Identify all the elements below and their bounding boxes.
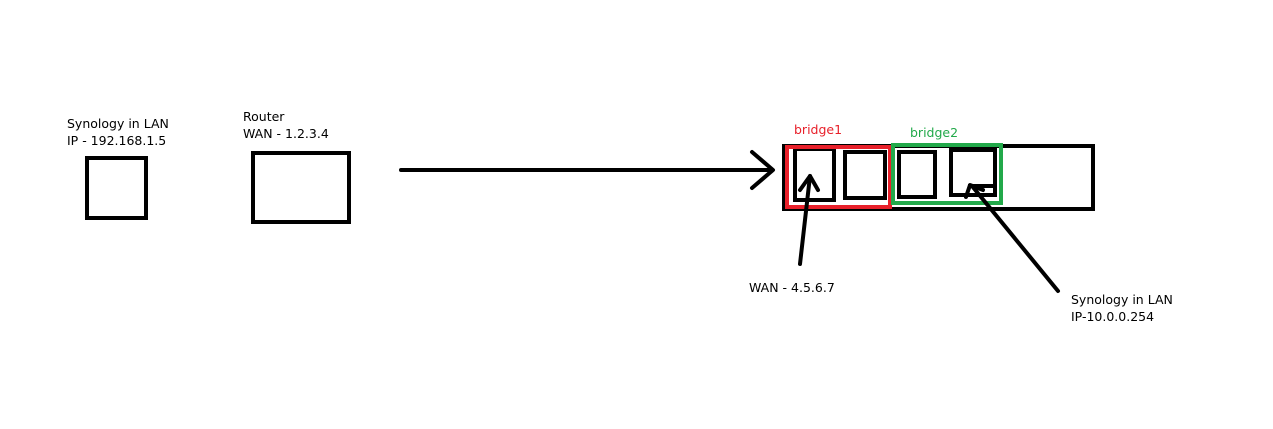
synology-lan-1-ip: IP - 192.168.1.5	[67, 133, 167, 148]
port-1	[793, 147, 836, 202]
synology-lan-1-label: Synology in LAN IP - 192.168.1.5	[67, 115, 169, 149]
bridge1-label: bridge1	[794, 122, 843, 137]
wan-pointer-head	[798, 174, 820, 192]
port-3	[897, 150, 937, 199]
synology-lan-2-ip: IP-10.0.0.254	[1071, 309, 1155, 324]
synology-lan-1-title: Synology in LAN	[67, 116, 169, 131]
router-title: Router	[243, 109, 285, 124]
router-label: Router WAN - 1.2.3.4	[243, 108, 329, 142]
synology-pointer-line	[970, 184, 1060, 293]
connection-arrow-head	[750, 150, 775, 190]
wan-device-label: WAN - 4.5.6.7	[749, 280, 835, 295]
bridge2-label: bridge2	[910, 125, 959, 140]
router-box	[251, 151, 351, 224]
bridge2-outline	[891, 143, 1003, 205]
synology-lan-2-label: Synology in LAN IP-10.0.0.254	[1071, 291, 1173, 325]
port-4	[949, 148, 997, 197]
synology-lan-2-title: Synology in LAN	[1071, 292, 1173, 307]
bridge1-outline	[785, 145, 892, 209]
router-wan: WAN - 1.2.3.4	[243, 126, 329, 141]
synology-lan-1-box	[85, 156, 148, 220]
synology-pointer-head	[964, 183, 985, 199]
port-2	[843, 150, 887, 200]
wan-pointer-line	[798, 174, 812, 266]
